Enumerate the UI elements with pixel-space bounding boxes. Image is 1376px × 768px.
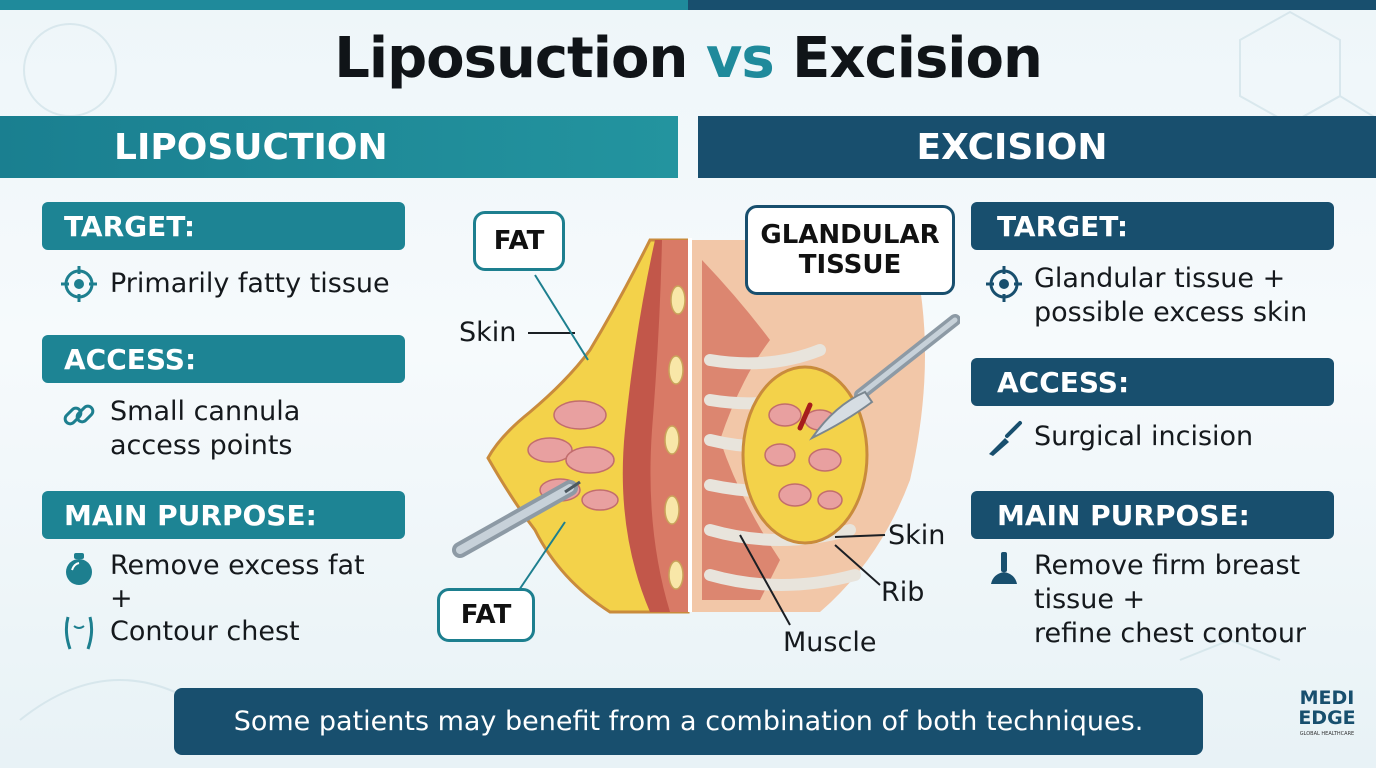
right-access-header: ACCESS: [971, 358, 1334, 406]
scalpel [808, 314, 960, 441]
right-target-line-2: possible excess skin [1034, 297, 1308, 328]
title-part1: Liposuction [334, 26, 688, 91]
link-icon [63, 404, 95, 426]
left-access-header: ACCESS: [42, 335, 405, 383]
left-purpose-line-1: Remove excess fat [110, 550, 365, 581]
target-icon [61, 266, 97, 302]
left-purpose-header: MAIN PURPOSE: [42, 491, 405, 539]
top-stripe-left [0, 0, 688, 10]
excision-band: EXCISION [698, 116, 1376, 178]
liposuction-band: LIPOSUCTION [0, 116, 678, 178]
right-target-header: TARGET: [971, 202, 1334, 250]
logo-line-1: MEDI [1299, 687, 1355, 709]
anatomy-illustration [452, 238, 960, 626]
right-purpose-line-2: tissue + [1034, 584, 1146, 615]
glandular-line-2: TISSUE [798, 250, 902, 280]
skin-label-left: Skin [459, 317, 517, 348]
title-vs: vs [705, 26, 775, 91]
left-purpose-line-3: Contour chest [110, 616, 300, 647]
fat-label-top: FAT [473, 211, 565, 271]
left-purpose-line-2: + [110, 583, 133, 614]
top-stripe-right [688, 0, 1376, 10]
right-purpose-line-3: refine chest contour [1034, 618, 1307, 649]
fat-drop-icon [66, 553, 92, 585]
left-access-line-2: access points [110, 430, 293, 461]
rib-label: Rib [881, 577, 925, 608]
tissue-removal-icon [991, 552, 1017, 584]
page-title: Liposuction vs Excision [0, 26, 1376, 91]
cannula [452, 480, 581, 558]
logo-tagline: GLOBAL HEALTHCARE [1299, 731, 1355, 737]
glandular-tissue-label: GLANDULAR TISSUE [745, 205, 955, 295]
right-target-line-1: Glandular tissue + [1034, 263, 1286, 294]
medi-edge-logo: MEDI EDGE GLOBAL HEALTHCARE [1296, 688, 1358, 752]
fat-label-bottom: FAT [437, 588, 535, 642]
footer-note: Some patients may benefit from a combina… [174, 688, 1203, 755]
torso-icon [64, 616, 94, 650]
logo-line-2: EDGE [1298, 707, 1356, 729]
left-access-line-1: Small cannula [110, 396, 301, 427]
excision-cross-section [692, 240, 960, 612]
muscle-label: Muscle [783, 627, 877, 658]
target-icon [986, 266, 1022, 302]
skin-label-right: Skin [888, 520, 946, 551]
right-purpose-line-1: Remove firm breast [1034, 550, 1301, 581]
scalpel-icon [989, 421, 1022, 456]
right-purpose-header: MAIN PURPOSE: [971, 491, 1334, 539]
left-target-line-1: Primarily fatty tissue [110, 268, 390, 299]
left-target-header: TARGET: [42, 202, 405, 250]
liposuction-cross-section [452, 238, 690, 614]
right-access-line-1: Surgical incision [1034, 421, 1254, 452]
title-part2: Excision [792, 26, 1043, 91]
glandular-line-1: GLANDULAR [760, 220, 940, 250]
